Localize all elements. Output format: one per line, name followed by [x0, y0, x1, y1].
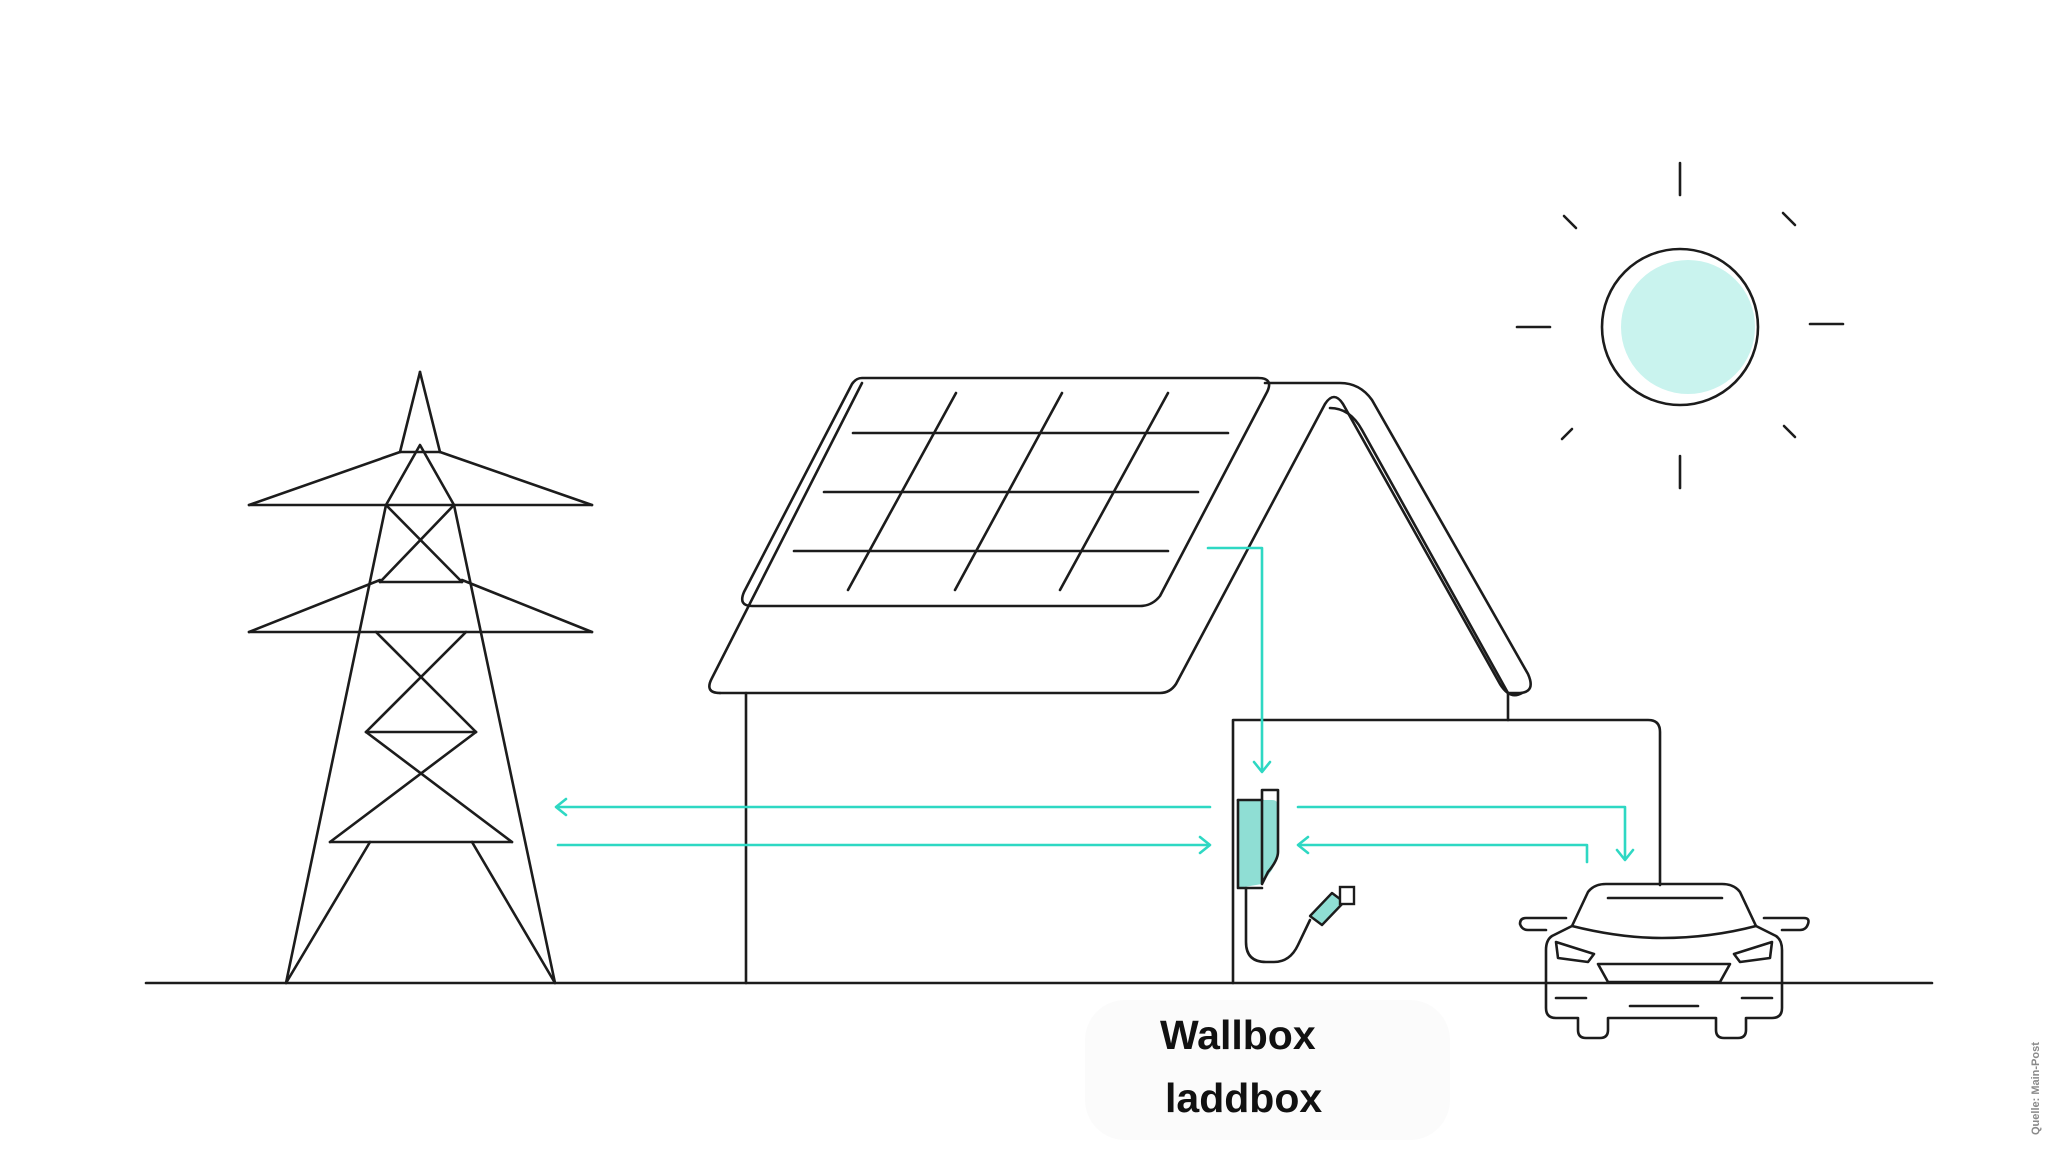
solar-to-wallbox-arrow — [1206, 546, 1264, 772]
laddbox-label: laddbox — [1165, 1075, 1323, 1121]
power-pylon-icon — [247, 370, 594, 985]
car-to-wallbox-arrow — [1298, 843, 1589, 864]
label-background — [1085, 1000, 1450, 1140]
source-credit: Quelle: Main-Post — [2030, 1042, 2042, 1135]
wallbox-icon — [1236, 788, 1356, 964]
wallbox-label: Wallbox — [1160, 1012, 1316, 1058]
solar-panel-icon — [740, 376, 1271, 608]
house-icon — [708, 381, 1662, 985]
sun-icon — [1515, 161, 1845, 490]
wallbox-to-car-arrow — [1296, 805, 1627, 860]
car-icon — [1518, 882, 1810, 1040]
energy-flow-arrows — [554, 546, 1635, 864]
